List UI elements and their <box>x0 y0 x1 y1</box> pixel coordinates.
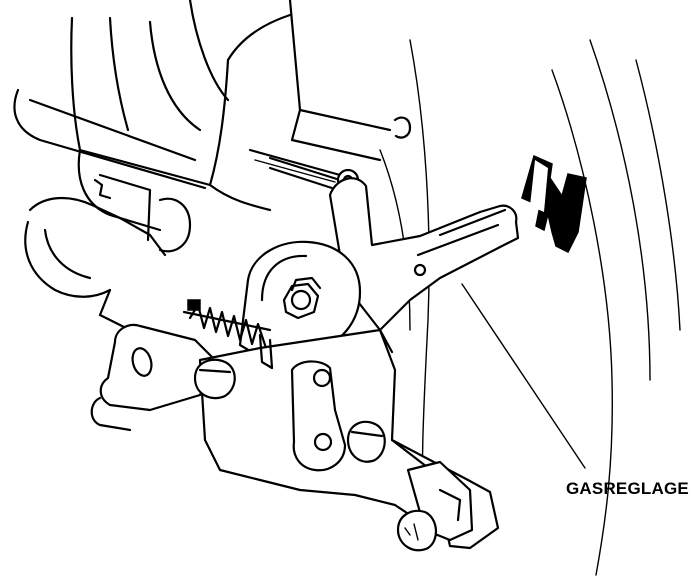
choke-knob <box>24 178 192 332</box>
bolt-middle <box>346 420 386 463</box>
cable-clamp <box>396 460 474 552</box>
callout-leader-line <box>461 283 586 469</box>
bolt-left <box>193 358 236 400</box>
engine-block <box>13 0 412 242</box>
pivot-arm <box>258 333 347 472</box>
double-arrow-icon <box>521 154 587 254</box>
mounting-bracket <box>90 323 217 432</box>
throttle-lever <box>328 177 520 332</box>
callout-label: GASREGLAGE <box>566 479 689 498</box>
governor-spring <box>182 299 272 350</box>
